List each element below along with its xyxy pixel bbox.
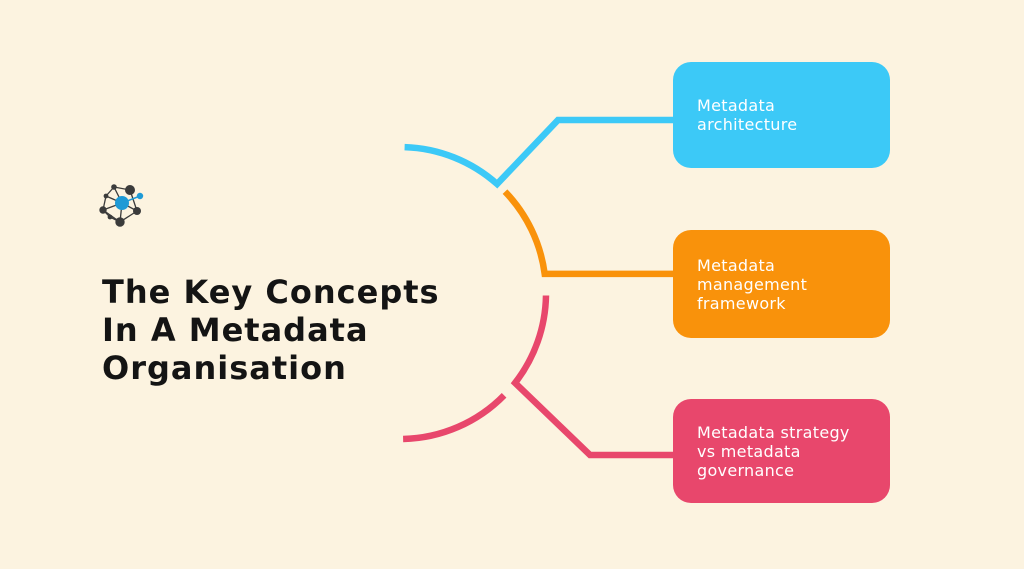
node-label-line: vs metadata	[697, 441, 801, 461]
logo-accent-nodes	[115, 192, 144, 210]
node-metadata-management-framework: Metadata management framework	[673, 230, 890, 338]
page-title: The Key Concepts In A Metadata Organisat…	[102, 273, 522, 387]
network-graph-logo-icon	[99, 184, 144, 227]
title-line-3: Organisation	[102, 349, 347, 388]
node-metadata-architecture: Metadata architecture	[673, 62, 890, 168]
title-line-2: In A Metadata	[102, 311, 369, 350]
node-metadata-strategy-vs-metadata-governance: Metadata strategy vs metadata governance	[673, 399, 890, 503]
node-label-line: Metadata	[697, 96, 776, 115]
node-label: Metadata architecture	[697, 96, 797, 134]
node-label: Metadata strategy vs metadata governance	[697, 423, 850, 480]
connector-metadata-strategy-vs-metadata-governance	[510, 295, 674, 459]
node-label-line: architecture	[697, 115, 798, 134]
node-label-line: governance	[697, 460, 795, 480]
hub-arc-bottom-segment	[403, 393, 507, 443]
node-label-line: Metadata strategy	[697, 422, 850, 442]
node-label-line: Metadata	[697, 255, 776, 275]
node-label: Metadata management framework	[697, 256, 807, 313]
title-line-1: The Key Concepts	[102, 273, 440, 312]
connector-metadata-management-framework	[502, 189, 674, 278]
logo-nodes	[99, 184, 141, 227]
node-label-line: management	[697, 274, 808, 294]
connector-metadata-architecture	[404, 116, 674, 189]
node-label-line: framework	[697, 293, 786, 313]
